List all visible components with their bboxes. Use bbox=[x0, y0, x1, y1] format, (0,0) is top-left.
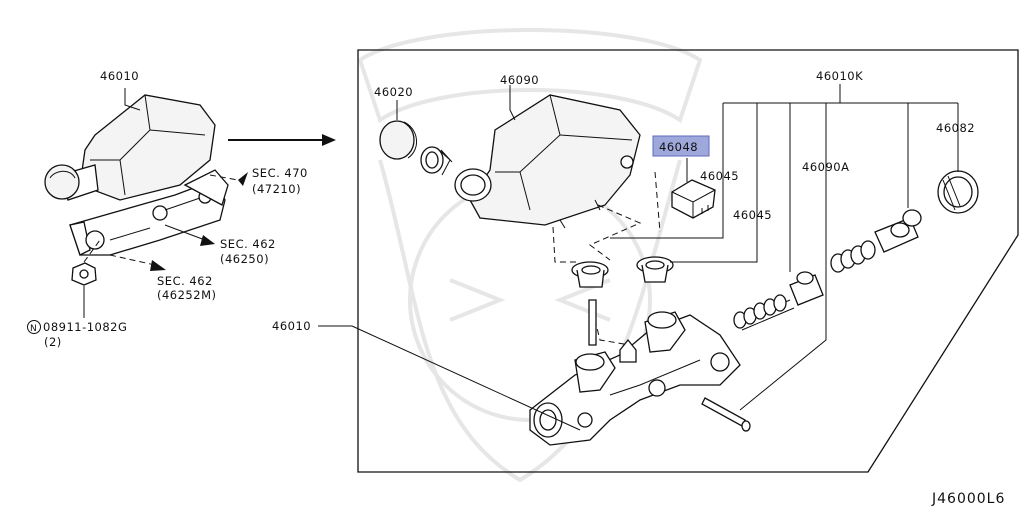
reservoir-cap-46020[interactable] bbox=[379, 120, 417, 160]
label-46045-a[interactable]: 46045 bbox=[700, 169, 739, 183]
nut-symbol-n-icon: N bbox=[27, 320, 41, 334]
label-left-46010[interactable]: 46010 bbox=[100, 69, 139, 83]
leader-46010k-tree bbox=[610, 84, 959, 411]
retaining-pin[interactable] bbox=[588, 299, 597, 346]
primary-piston-spring[interactable] bbox=[733, 271, 824, 331]
label-sec462b-sub: (46252M) bbox=[157, 288, 216, 302]
assembly-arrow bbox=[228, 134, 336, 146]
leader-sec470 bbox=[209, 174, 239, 181]
leader-46090 bbox=[509, 85, 516, 121]
leader-nut bbox=[83, 239, 101, 263]
highlight-46048 bbox=[652, 135, 710, 157]
seal-ring-46082[interactable] bbox=[937, 170, 979, 214]
label-sec462a[interactable]: SEC. 462 bbox=[220, 237, 276, 251]
leader-46010-main bbox=[318, 325, 581, 431]
arrow-sec462b bbox=[150, 260, 166, 271]
arrow-sec470 bbox=[238, 172, 248, 186]
label-46048[interactable]: 46048 bbox=[659, 140, 698, 154]
label-46090[interactable]: 46090 bbox=[500, 73, 539, 87]
label-sec470[interactable]: SEC. 470 bbox=[252, 166, 308, 180]
level-switch-46048[interactable] bbox=[671, 179, 716, 219]
leader-sec462b bbox=[109, 254, 156, 266]
label-sec462b[interactable]: SEC. 462 bbox=[157, 274, 213, 288]
arrow-sec462a bbox=[200, 235, 215, 246]
svg-text:N: N bbox=[30, 324, 37, 334]
exploded-view-frame bbox=[357, 49, 1019, 473]
grommet-46045-b[interactable] bbox=[636, 256, 674, 283]
master-cylinder-body-46010[interactable] bbox=[529, 311, 741, 446]
label-nut-part[interactable]: 08911-1082G bbox=[43, 320, 127, 334]
diagram-code: J46000L6 bbox=[931, 491, 1005, 507]
assembly-guide-right bbox=[654, 171, 661, 233]
leader-left-46010 bbox=[124, 88, 141, 111]
secondary-piston-spring[interactable] bbox=[830, 209, 922, 273]
assembled-master-cylinder[interactable] bbox=[44, 94, 229, 286]
strainer[interactable] bbox=[420, 146, 453, 176]
label-46045-b[interactable]: 46045 bbox=[733, 208, 772, 222]
label-sec462a-sub: (46250) bbox=[220, 252, 269, 266]
leader-sec462a bbox=[164, 224, 206, 241]
grommet-46045-a[interactable] bbox=[571, 261, 609, 288]
push-rod[interactable] bbox=[701, 397, 751, 432]
label-46010k[interactable]: 46010K bbox=[816, 69, 863, 83]
label-46090a[interactable]: 46090A bbox=[802, 160, 849, 174]
label-46082[interactable]: 46082 bbox=[936, 121, 975, 135]
label-sec470-sub: (47210) bbox=[252, 182, 301, 196]
reservoir-tank-46090[interactable] bbox=[454, 94, 641, 229]
label-46020[interactable]: 46020 bbox=[374, 85, 413, 99]
assembly-guide-left bbox=[552, 226, 578, 263]
assembly-guide-mid bbox=[589, 204, 642, 261]
label-46010-main[interactable]: 46010 bbox=[272, 319, 311, 333]
label-nut-qty: (2) bbox=[44, 335, 62, 349]
